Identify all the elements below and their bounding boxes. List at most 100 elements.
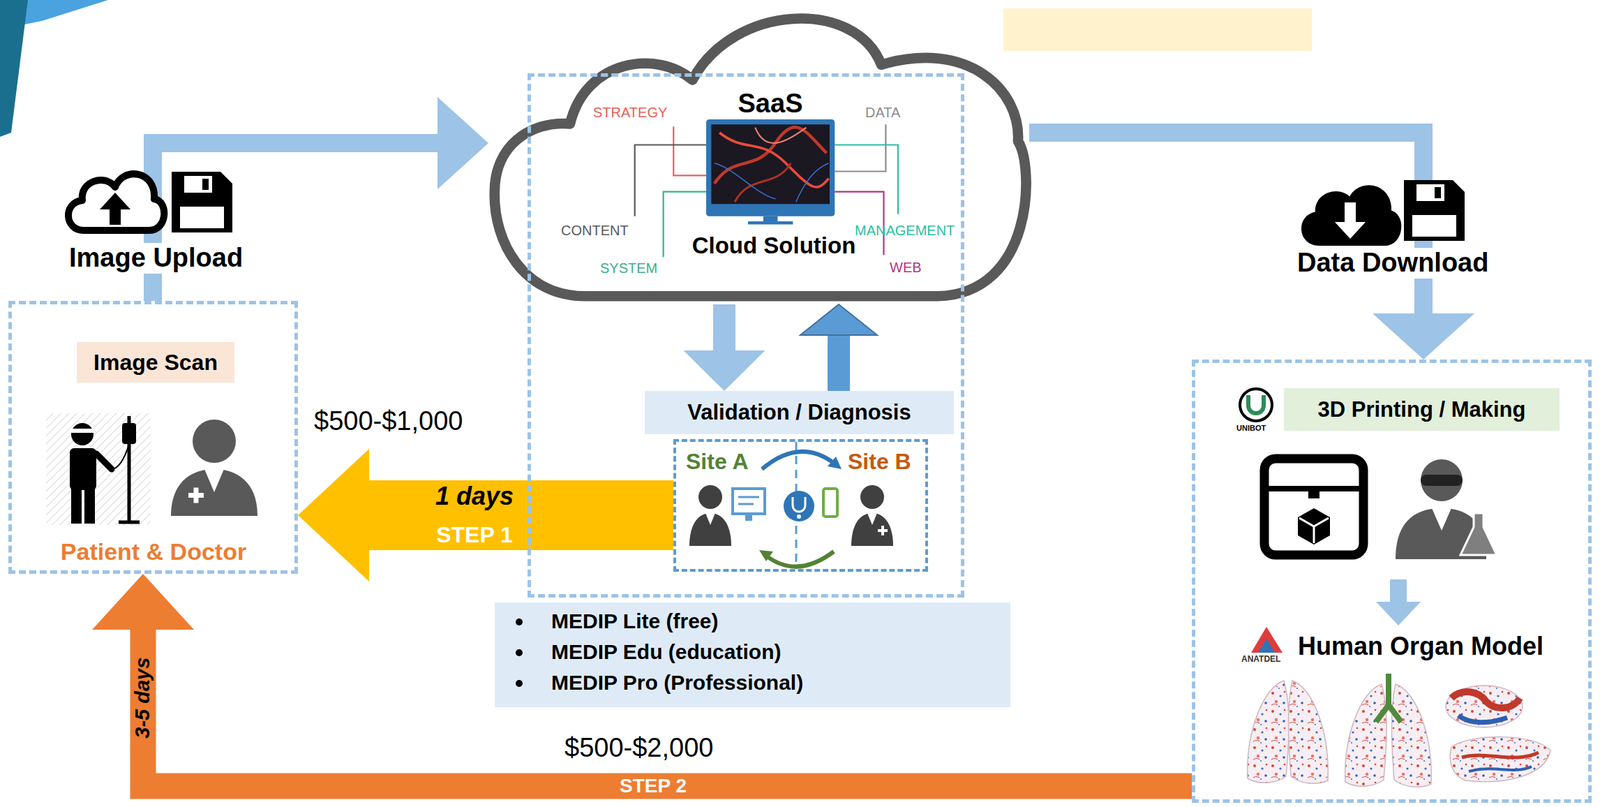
step-label: STEP 2 (616, 774, 690, 797)
site-exchange-art (705, 512, 716, 525)
site-exchange-art (881, 525, 885, 536)
floppy-icon (171, 171, 233, 233)
organ-models (1458, 715, 1508, 723)
printer-icon (1297, 507, 1330, 545)
feature-word: MANAGEMENT (854, 222, 955, 239)
box-label: MEDIP Edu (education) (551, 639, 781, 665)
organ-models (1376, 673, 1402, 722)
scientist-icon (1420, 459, 1463, 502)
floppy-icon (202, 178, 209, 190)
doctor-icon (193, 487, 199, 504)
unibot-logo (1248, 394, 1264, 414)
organ-models (1288, 680, 1329, 783)
monitor-icon (711, 124, 830, 204)
monitor-icon (763, 216, 778, 222)
feature-word: DATA (865, 104, 901, 121)
upload-cloud-icon (99, 192, 131, 225)
box-label: MEDIP Lite (free) (551, 609, 719, 634)
price-note: $500-$2,000 (564, 732, 714, 764)
printer-icon (1264, 458, 1364, 555)
monitor-icon (754, 127, 806, 144)
duration-note: 1 days (432, 481, 517, 511)
floppy-icon (1412, 214, 1457, 237)
organ-models (1468, 766, 1532, 772)
site-exchange-art (745, 513, 753, 521)
wire-lines (834, 124, 886, 171)
monitor-icon (706, 119, 835, 224)
patient-icon (71, 487, 82, 524)
step-label: STEP 1 (433, 521, 516, 548)
step-caption: Data Download (1294, 247, 1492, 279)
scientist-icon (1431, 507, 1452, 531)
upload-cloud-icon (68, 173, 164, 231)
organ-models (1392, 683, 1432, 787)
flow-arrow-down (1389, 579, 1407, 603)
floppy-icon (180, 206, 224, 229)
cloud-outline (494, 18, 1027, 297)
organ-models (1247, 673, 1551, 787)
upload-cloud-icon (68, 173, 164, 231)
arrow-head (800, 304, 878, 335)
doctor-icon (192, 419, 236, 463)
feature-word: STRATEGY (593, 104, 668, 121)
site-exchange-art (738, 503, 754, 506)
wire-lines (673, 126, 707, 176)
site-exchange-art (689, 512, 732, 546)
anatdel-logo (1251, 626, 1283, 653)
box-label: SaaS (738, 88, 804, 120)
arrow-shaft (1029, 132, 1424, 315)
monitor-icon (796, 163, 829, 203)
patient-icon (69, 447, 97, 490)
wire-lines (834, 144, 899, 214)
arrow-head (683, 350, 766, 391)
product-list: MEDIP Lite (free)MEDIP Edu (education)ME… (494, 602, 1011, 707)
organ-models (1451, 691, 1520, 708)
output-caption: Human Organ Model (1297, 631, 1544, 661)
site-exchange-art (827, 456, 842, 469)
site-exchange-art (851, 512, 894, 546)
validation-tag: Validation / Diagnosis (644, 390, 954, 435)
scientist-icon (1460, 512, 1497, 555)
site-exchange-art (823, 488, 838, 517)
site-exchange-art (783, 490, 815, 522)
scientist-icon (1420, 474, 1463, 486)
request-arrow (683, 304, 766, 391)
monitor-icon (719, 132, 829, 188)
bullet-dot (515, 648, 523, 656)
unibot-logo (1239, 388, 1273, 421)
price-note: $500-$1,000 (313, 406, 463, 437)
flow-arrow-down (1376, 601, 1421, 626)
box-label: Site B (847, 448, 912, 475)
scientist-icon (1395, 459, 1497, 559)
feature-word: CONTENT (561, 222, 629, 239)
logo-word: ANATDEL (1241, 654, 1281, 665)
site-exchange-art (698, 484, 723, 509)
unibot-logo (1239, 388, 1273, 421)
site-exchange-art (867, 512, 878, 525)
patient-doctor-panel: Image ScanPatient & Doctor (8, 300, 298, 574)
service-panel: Validation / DiagnosisSite ASite B (527, 73, 965, 598)
monitor-icon (734, 163, 791, 203)
floppy-icon (1403, 180, 1465, 241)
duration-note: 3-5 days (131, 654, 155, 742)
site-exchange-art (732, 488, 765, 514)
wire-lines (634, 144, 707, 216)
anatdel-logo (1258, 638, 1275, 653)
arrow-shaft (152, 143, 439, 301)
bullet-dot (515, 679, 523, 687)
arrow-shaft (827, 333, 850, 391)
box-label: Cloud Solution (692, 232, 857, 259)
saas-cloud: SaaS Cloud Solution (488, 3, 1030, 305)
corner-ribbon (0, 0, 109, 137)
step-arrow (92, 573, 1192, 786)
flow-arrow-down (1376, 579, 1421, 626)
anatdel-logo (1251, 626, 1283, 653)
bullet-dot (515, 618, 523, 626)
feature-word: SYSTEM (600, 260, 658, 277)
feature-word: WEB (889, 259, 922, 276)
monitor-icon (714, 126, 829, 202)
monitor-icon (706, 119, 835, 217)
arrow-shaft (367, 480, 674, 550)
monitor-icon (748, 221, 793, 224)
site-exchange-art (792, 496, 806, 512)
